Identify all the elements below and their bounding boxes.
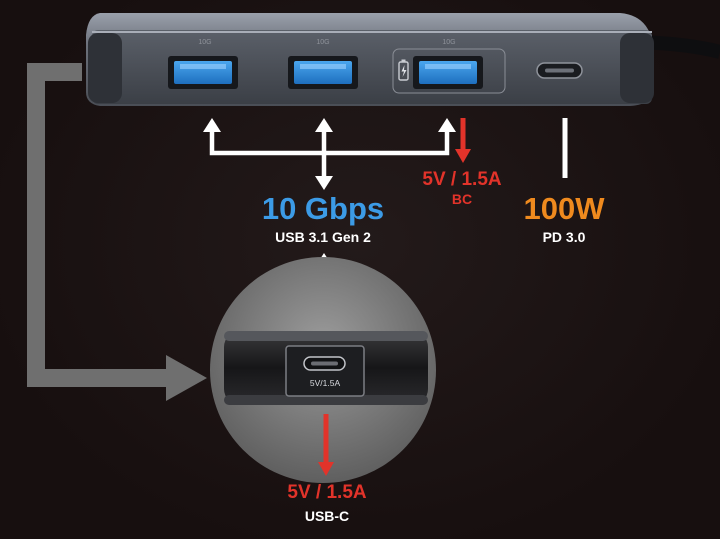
- usbc-power-label: 5V / 1.5A: [287, 482, 367, 503]
- battery-charge-icon: [398, 59, 409, 81]
- side-port-zoom: 5V/1.5A: [210, 257, 436, 483]
- usbc-label: USB-C: [304, 508, 350, 524]
- usb-a-port-1: [168, 56, 238, 89]
- usb-a-port-3: [392, 48, 506, 94]
- port-label-1: 10G: [198, 39, 211, 46]
- bc-label: BC: [451, 191, 473, 207]
- port-label-2: 10G: [316, 39, 329, 46]
- data-speed-label: 10 Gbps: [261, 191, 385, 226]
- side-route-arrow: [27, 63, 207, 401]
- bc-power-arrow: [455, 118, 471, 163]
- port-label-3: 10G: [442, 39, 455, 46]
- usbc-power-arrow: [318, 414, 334, 476]
- data-standard-label: USB 3.1 Gen 2: [275, 229, 371, 245]
- usb-c-port-icon: [536, 62, 583, 79]
- pd-power-label: 100W: [523, 191, 605, 226]
- pd-label: PD 3.0: [542, 229, 586, 245]
- side-port-label: 5V/1.5A: [310, 378, 341, 388]
- usb-a-port-2: [288, 56, 358, 89]
- bc-power-label: 5V / 1.5A: [422, 169, 502, 190]
